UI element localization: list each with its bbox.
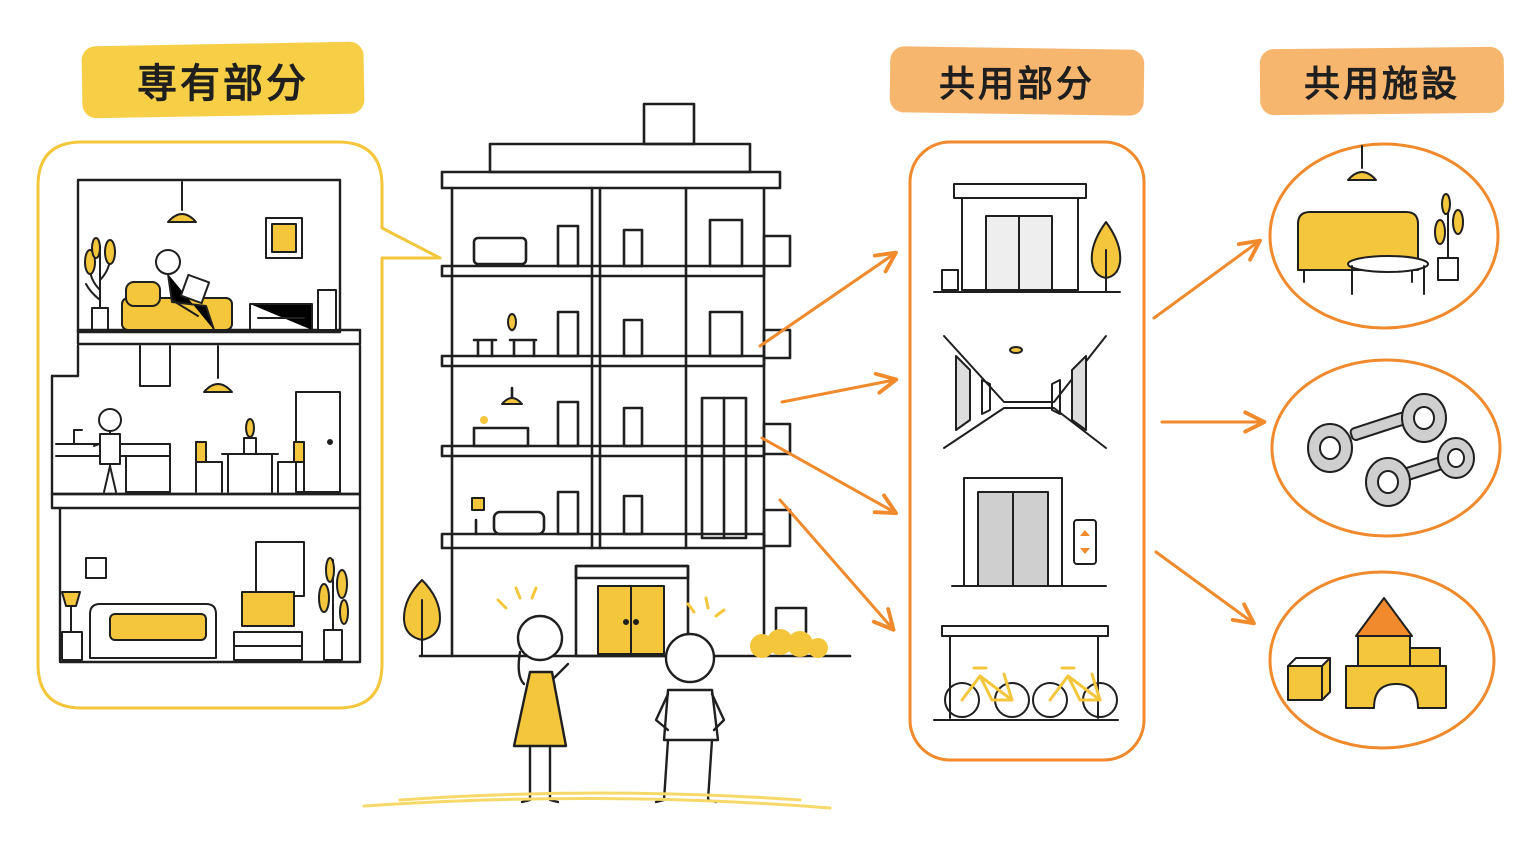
arrows-to-common-parts xyxy=(758,250,899,632)
tree-left xyxy=(403,579,441,657)
arrow-to-elevator xyxy=(760,436,899,516)
arrow-to-lounge xyxy=(1152,238,1262,320)
common-part-label: 共用部分 xyxy=(889,46,1145,116)
arrow-to-bicycle-parking xyxy=(778,498,896,632)
private-part-bubble xyxy=(36,140,442,710)
apartment-building xyxy=(418,102,852,658)
common-facility-label-text: 共用施設 xyxy=(1303,64,1460,105)
arrow-to-kids-room xyxy=(1154,550,1256,626)
private-part-label-text: 専有部分 xyxy=(137,61,309,107)
lounge-circle xyxy=(1268,142,1500,330)
building-yellow-accents xyxy=(471,313,665,655)
bedroom xyxy=(61,541,349,661)
arrow-to-corridor xyxy=(780,371,899,404)
private-part-label: 専有部分 xyxy=(81,41,365,119)
common-parts-panel xyxy=(908,140,1146,762)
gym-dumbbell-icon xyxy=(1307,393,1475,507)
elevator-icon xyxy=(951,477,1107,587)
kitchen-dining xyxy=(55,345,341,493)
entrance-icon xyxy=(933,183,1122,293)
arrows-to-facilities xyxy=(1152,238,1267,626)
corridor-icon xyxy=(943,335,1107,449)
gym-circle xyxy=(1270,358,1502,538)
living-room xyxy=(84,181,337,331)
arrow-to-entrance xyxy=(758,250,898,348)
ground-shadow xyxy=(362,791,832,810)
lounge-icon xyxy=(1297,145,1464,295)
bicycle-parking-icon xyxy=(933,625,1119,721)
kids-room-circle xyxy=(1268,570,1496,750)
common-part-label-text: 共用部分 xyxy=(938,64,1095,105)
man-figure xyxy=(654,596,726,804)
woman-figure xyxy=(496,586,570,804)
common-facility-label: 共用施設 xyxy=(1259,46,1505,116)
bushes-right xyxy=(750,629,828,658)
kids-room-blocks-icon xyxy=(1287,597,1447,709)
